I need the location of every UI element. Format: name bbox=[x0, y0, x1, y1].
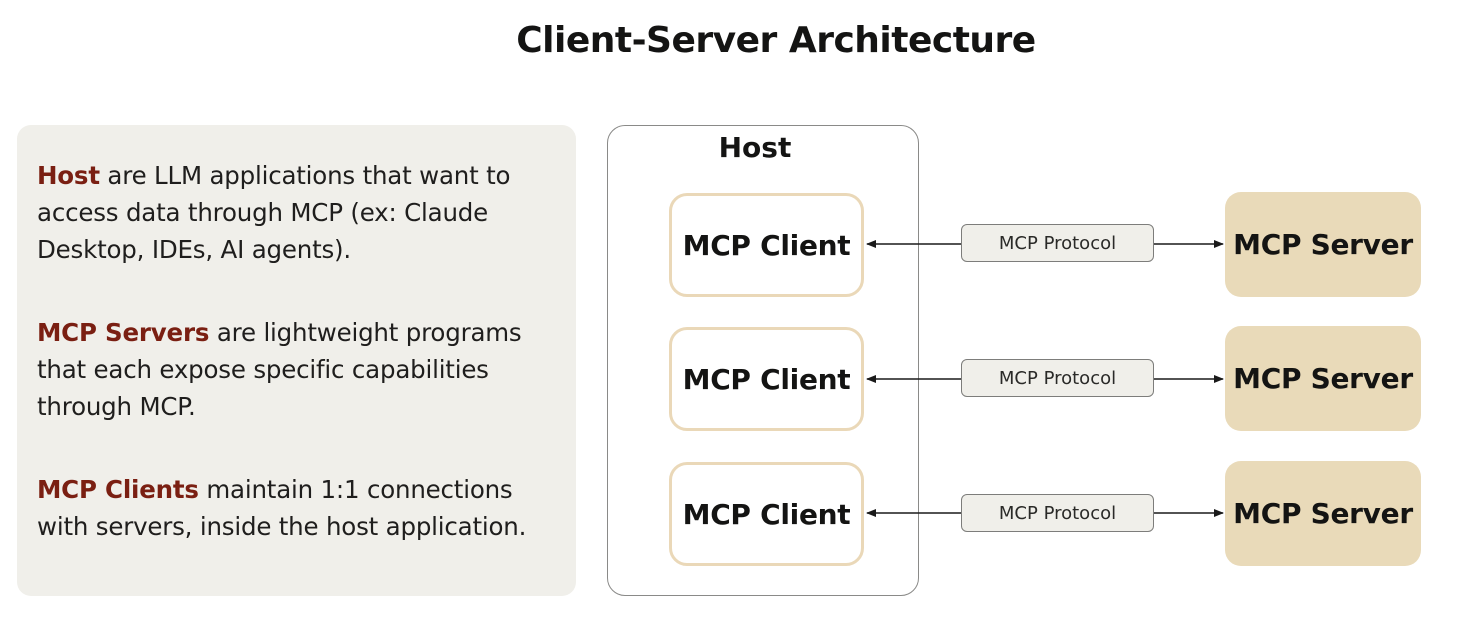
clients-term: MCP Clients bbox=[37, 475, 199, 504]
mcp-client-box: MCP Client bbox=[669, 327, 864, 431]
clients-description-text: maintain 1:1 connections with servers, i… bbox=[37, 475, 527, 541]
mcp-server-box: MCP Server bbox=[1225, 192, 1421, 297]
host-description-text: are LLM applications that want to access… bbox=[37, 161, 511, 264]
servers-description-text: are lightweight programs that each expos… bbox=[37, 318, 522, 421]
description-panel: Host are LLM applications that want to a… bbox=[17, 125, 576, 596]
mcp-client-box: MCP Client bbox=[669, 462, 864, 566]
mcp-protocol-label: MCP Protocol bbox=[961, 224, 1154, 262]
host-description: Host are LLM applications that want to a… bbox=[37, 157, 556, 268]
host-term: Host bbox=[37, 161, 100, 190]
mcp-server-box: MCP Server bbox=[1225, 326, 1421, 431]
mcp-protocol-label: MCP Protocol bbox=[961, 494, 1154, 532]
mcp-protocol-label: MCP Protocol bbox=[961, 359, 1154, 397]
servers-description: MCP Servers are lightweight programs tha… bbox=[37, 314, 556, 425]
servers-term: MCP Servers bbox=[37, 318, 210, 347]
host-container bbox=[607, 125, 919, 596]
page-title: Client-Server Architecture bbox=[516, 20, 1036, 61]
mcp-client-box: MCP Client bbox=[669, 193, 864, 297]
host-label: Host bbox=[718, 131, 792, 164]
clients-description: MCP Clients maintain 1:1 connections wit… bbox=[37, 471, 556, 545]
mcp-server-box: MCP Server bbox=[1225, 461, 1421, 566]
